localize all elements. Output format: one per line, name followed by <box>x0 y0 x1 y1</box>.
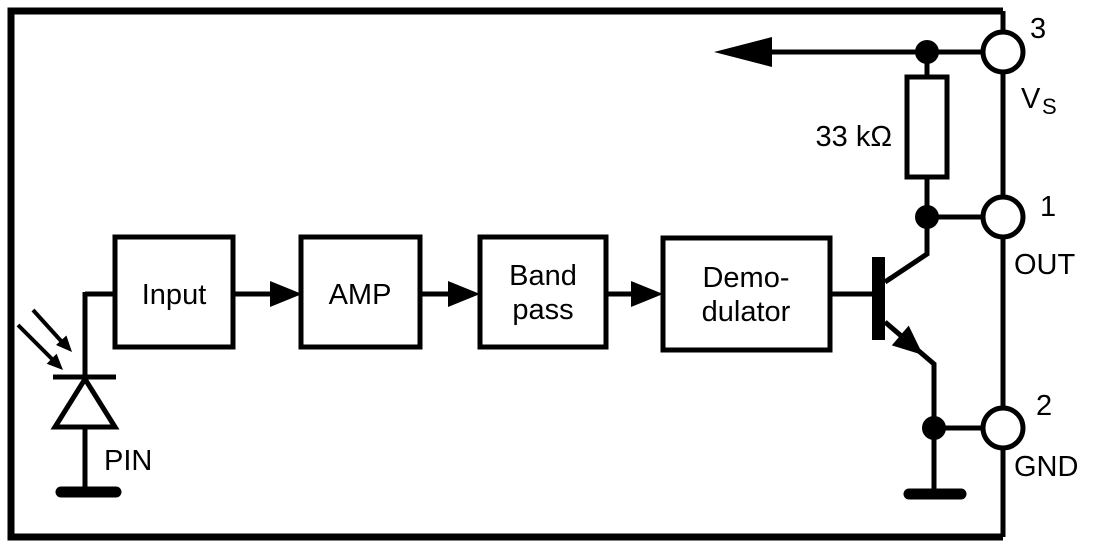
pin-vs-label-main: V <box>1021 83 1041 115</box>
signal-arrow-bandpass-to-demodulator <box>606 281 663 307</box>
signal-arrow-input-to-amp <box>233 281 302 307</box>
light-ray-icon <box>16 308 72 370</box>
emitter-arrow-icon <box>891 325 923 355</box>
resistor-symbol <box>904 74 950 180</box>
signal-arrow-amp-to-bandpass <box>420 281 480 307</box>
pin-circle-vs <box>980 29 1026 75</box>
block-demodulator-label-line2: dulator <box>702 296 791 328</box>
photodiode-label: PIN <box>104 445 152 477</box>
vs-supply-arrow <box>714 37 983 67</box>
block-amp-label: AMP <box>329 279 392 311</box>
block-bandpass <box>477 234 609 350</box>
resistor-label: 33 kΩ <box>816 121 893 153</box>
photodiode-symbol <box>50 374 120 430</box>
block-bandpass-label-line1: Band <box>509 260 577 292</box>
pin-circle-out <box>980 194 1026 240</box>
block-amp <box>298 234 423 350</box>
block-bandpass-label-line2: pass <box>512 294 573 326</box>
pin-gnd-label: GND <box>1014 451 1078 483</box>
pin-out-number: 1 <box>1040 191 1056 223</box>
pin-vs-label-sub: S <box>1042 94 1057 119</box>
block-input-label: Input <box>142 279 207 311</box>
block-demodulator-label-line1: Demo- <box>702 262 789 294</box>
block-input <box>112 234 236 350</box>
ic-boundary <box>7 7 1003 541</box>
transistor-symbol <box>872 220 937 428</box>
pin-out-label: OUT <box>1014 249 1076 281</box>
pin-vs-number: 3 <box>1030 13 1046 45</box>
pin-gnd-number: 2 <box>1036 390 1052 422</box>
pin-circle-gnd <box>980 405 1026 451</box>
block-demodulator <box>660 235 833 353</box>
pin-vs-label: V S <box>1021 83 1057 119</box>
